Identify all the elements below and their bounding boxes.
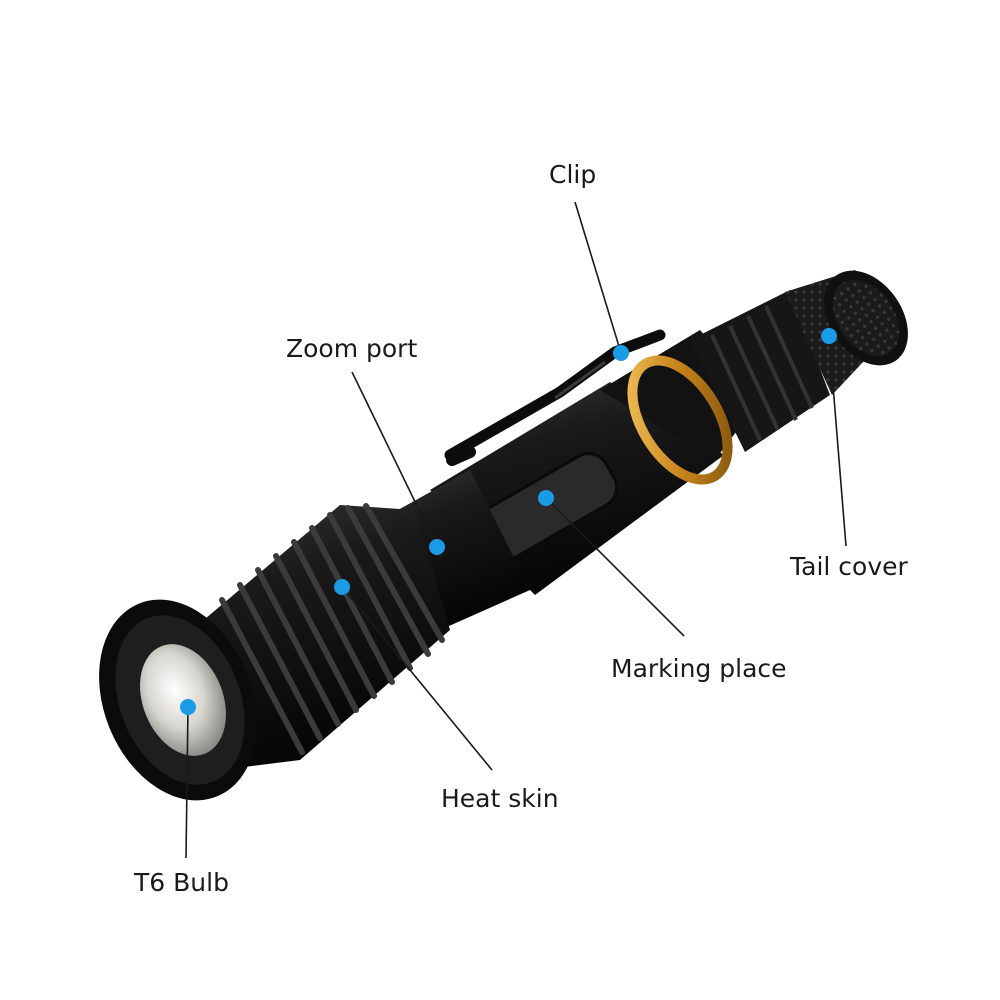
leader-clip <box>574 201 622 354</box>
leader-marking <box>545 497 685 637</box>
callout-label-clip: Clip <box>549 160 597 189</box>
callout-label-marking-place: Marking place <box>611 654 787 683</box>
marker-dot-tail <box>821 328 837 344</box>
lens <box>140 644 226 756</box>
marker-dot-marking <box>538 490 554 506</box>
marker-dot-heat <box>334 579 350 595</box>
callout-label-heat-skin: Heat skin <box>441 784 559 813</box>
marker-dots <box>180 328 837 715</box>
callout-label-zoom-port: Zoom port <box>286 334 418 363</box>
leader-bulb <box>185 706 189 859</box>
marker-dot-zoom <box>429 539 445 555</box>
tail-cover-cap <box>785 270 908 395</box>
leader-lines <box>185 201 847 859</box>
gold-ring <box>627 355 733 485</box>
callout-label-t6-bulb: T6 Bulb <box>134 868 229 897</box>
marker-dot-clip <box>613 345 629 361</box>
pocket-clip <box>444 329 666 466</box>
leader-heat <box>341 586 493 771</box>
tail-section <box>690 290 830 452</box>
zoom-neck <box>380 470 530 630</box>
marker-dot-bulb <box>180 699 196 715</box>
leader-zoom <box>351 371 438 548</box>
leader-tail <box>828 335 847 547</box>
callout-label-tail-cover: Tail cover <box>790 552 908 581</box>
